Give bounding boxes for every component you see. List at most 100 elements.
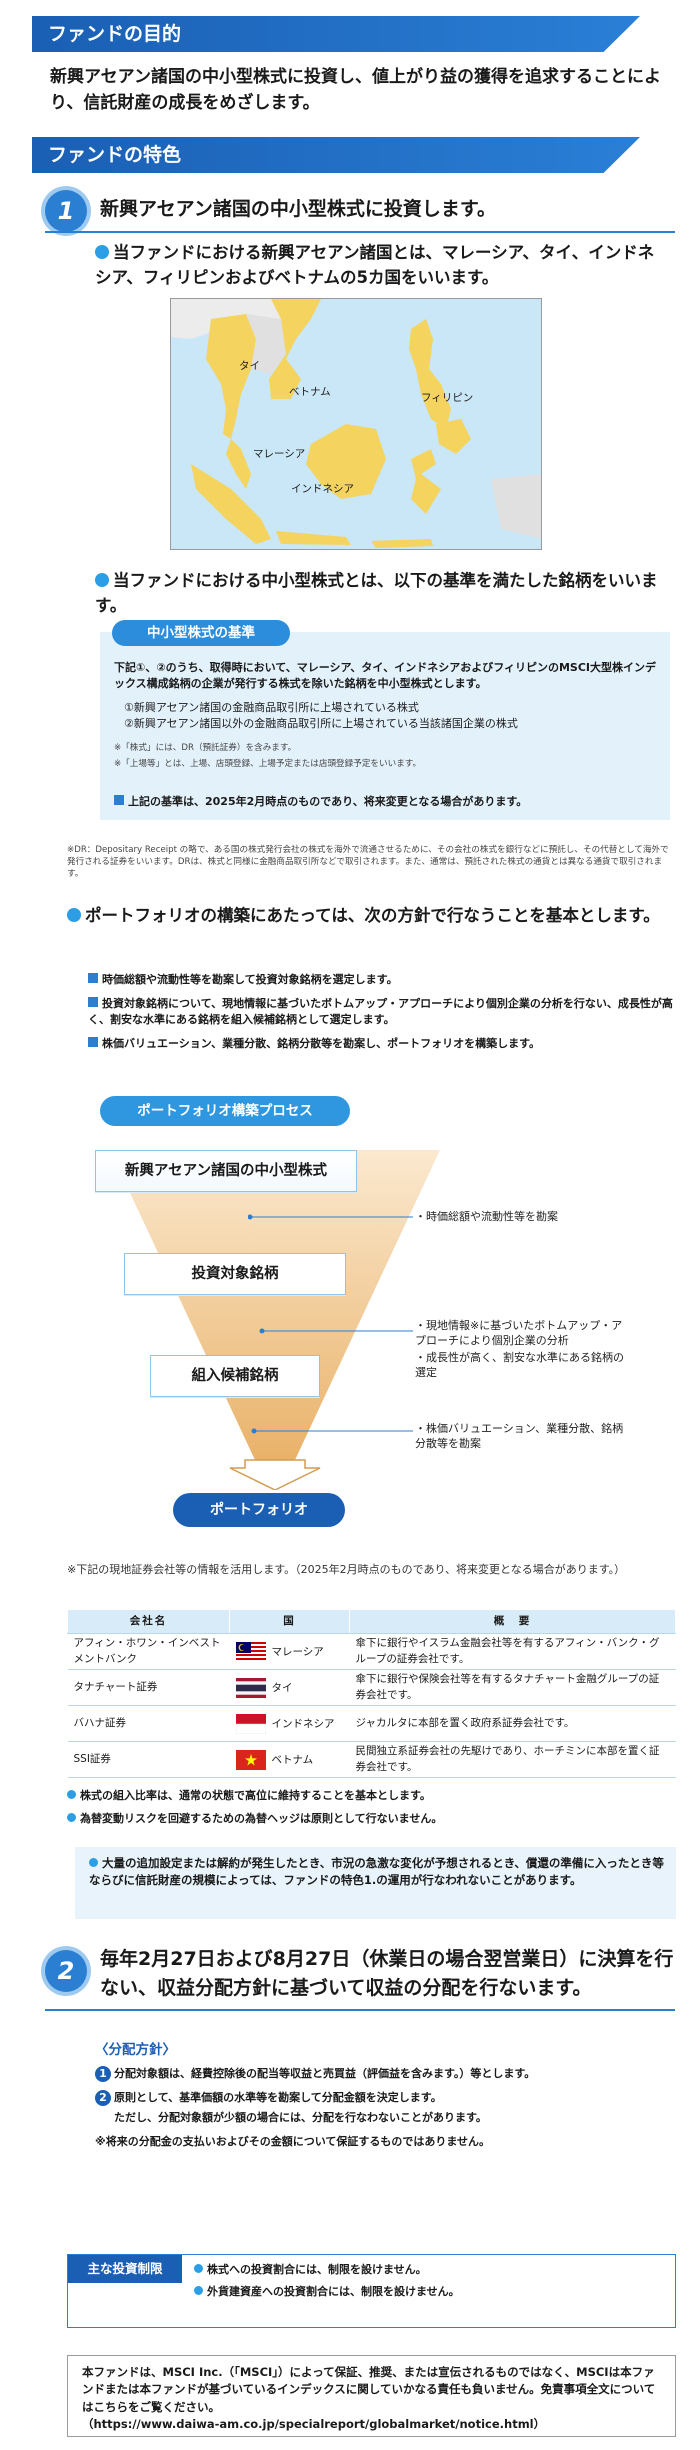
firm-country: ベトナム [271, 1753, 314, 1766]
firm-country: マレーシア [271, 1645, 324, 1658]
header-name: 会社名 [67, 1609, 230, 1634]
table-row: バハナ証券 インドネシア ジャカルタに本部を置く政府系証券会社です。 [67, 1705, 676, 1742]
bullet-dot-icon [67, 908, 81, 922]
table-row: タナチャート証券 タイ 傘下に銀行や保険会社等を有するタナチャート金融グループの… [67, 1669, 676, 1706]
firm-summary: ジャカルタに本部を置く政府系証券会社です。 [349, 1705, 676, 1742]
policy-3: 株価バリュエーション、業種分散、銘柄分散等を勘案し、ポートフォリオを構築します。 [88, 1036, 673, 1052]
map-graphic [171, 299, 541, 549]
process-step4-portfolio: ポートフォリオ [173, 1493, 345, 1527]
criteria-note1: ※「株式」には、DR（預託証券）を含みます。 [114, 743, 297, 753]
header-summary: 概 要 [349, 1609, 676, 1634]
criteria-item1: ①新興アセアン諸国の金融商品取引所に上場されている株式 [124, 701, 419, 714]
map-label-malaysia: マレーシア [253, 448, 306, 460]
process-note1: ・時価総額や流動性等を勘案 [415, 1210, 558, 1223]
square-bullet-icon [88, 997, 98, 1007]
square-bullet-icon [88, 1037, 98, 1047]
countries-text: 当ファンドにおける新興アセアン諸国とは、マレーシア、タイ、インドネシア、フィリピ… [95, 243, 655, 287]
hedge-policy: 為替変動リスクを回避するための為替ヘッジは原則として行ないません。 [67, 1811, 667, 1827]
process-tag: ポートフォリオ構築プロセス [100, 1096, 350, 1126]
point2-number-badge: 2 [45, 1950, 87, 1992]
map-label-vietnam: ベトナム [289, 386, 331, 398]
point1-title: 新興アセアン諸国の中小型株式に投資します。 [100, 198, 496, 220]
point2-title: 毎年2月27日および8月27日（休業日の場合翌営業日）に決算を行ない、収益分配方… [100, 1948, 674, 1999]
firms-note: ※下記の現地証券会社等の情報を活用します。（2025年2月時点のものであり、将来… [67, 1563, 626, 1576]
portfolio-text: ポートフォリオの構築にあたっては、次の方針で行なうことを基本とします。 [67, 904, 667, 929]
firm-country-cell: ベトナム [229, 1741, 350, 1778]
indonesia-flag-icon [235, 1713, 266, 1734]
header-country: 国 [229, 1609, 350, 1634]
map-label-philippines: フィリピン [421, 392, 474, 404]
firm-name: SSI証券 [67, 1741, 230, 1778]
asean-map: タイ ベトナム フィリピン マレーシア インドネシア [170, 298, 542, 550]
criteria-note2: ※「上場等」とは、上場、店頭登録、上場予定または店頭登録予定をいいます。 [114, 759, 422, 769]
distribution-policy-note: ※将来の分配金の支払いおよびその金額について保証するものではありません。 [95, 2135, 491, 2148]
firm-name: タナチャート証券 [67, 1669, 230, 1706]
investment-limits-tag: 主な投資制限 [68, 2255, 182, 2283]
criteria-basis: 上記の基準は、2025年2月時点のものであり、将来変更となる場合があります。 [114, 794, 527, 810]
number-2-icon: 2 [95, 2090, 111, 2106]
map-label-indonesia: インドネシア [291, 483, 354, 495]
criteria-body: 下記①、②のうち、取得時において、マレーシア、タイ、インドネシアおよびフィリピン… [114, 661, 657, 690]
map-label-thailand: タイ [239, 360, 260, 372]
process-note2a: ・現地情報※に基づいたボトムアップ・アプローチにより個別企業の分析 [415, 1319, 623, 1348]
firm-name: バハナ証券 [67, 1705, 230, 1742]
purpose-banner: ファンドの目的 [32, 16, 640, 52]
bullet-dot-icon [95, 573, 109, 587]
purpose-text: 新興アセアン諸国の中小型株式に投資し、値上がり益の獲得を追求することにより、信託… [50, 67, 661, 114]
policy-2: 投資対象銘柄について、現地情報に基づいたボトムアップ・アプローチにより個別企業の… [88, 997, 673, 1026]
malaysia-flag-icon [235, 1641, 266, 1662]
dr-note: ※DR：Depositary Receipt の略で、ある国の株式発行会社の株式… [67, 845, 669, 880]
firm-country: インドネシア [271, 1717, 335, 1730]
process-step1: 新興アセアン諸国の中小型株式 [95, 1150, 357, 1192]
point2-underline [45, 2009, 675, 2011]
point1-number: 1 [57, 196, 75, 225]
msci-disclaimer: 本ファンドは、MSCI Inc.（「MSCI」）によって保証、推奨、または宣伝さ… [67, 2355, 676, 2437]
stock-ratio: 株式の組入比率は、通常の状態で高位に維持することを基本とします。 [67, 1788, 667, 1804]
criteria-tag: 中小型株式の基準 [112, 620, 290, 646]
limit-item-1: 株式への投資割合には、制限を設けません。 [194, 2262, 427, 2278]
policy-1: 時価総額や流動性等を勘案して投資対象銘柄を選定します。 [88, 972, 673, 988]
criteria-item2: ②新興アセアン諸国以外の金融商品取引所に上場されている当該諸国企業の株式 [124, 717, 518, 730]
firms-table: 会社名 国 概 要 アフィン・ホワン・インベストメントバンク マレーシア 傘下に… [67, 1609, 676, 1778]
thailand-flag-icon [235, 1677, 266, 1698]
bullet-dot-icon [194, 2264, 203, 2273]
bullet-dot-icon [67, 1790, 76, 1799]
table-row: SSI証券 ベトナム 民間独立系証券会社の先駆けであり、ホーチミンに本部を置く証… [67, 1741, 676, 1778]
smallmid-text: 当ファンドにおける中小型株式とは、以下の基準を満たした銘柄をいいます。 [95, 571, 658, 615]
disclaimer-text: 本ファンドは、MSCI Inc.（「MSCI」）によって保証、推奨、または宣伝さ… [82, 2365, 656, 2414]
firm-summary: 民間独立系証券会社の先駆けであり、ホーチミンに本部を置く証券会社です。 [349, 1741, 676, 1778]
distribution-policy-2b: ただし、分配対象額が少額の場合には、分配を行なわないことがあります。 [114, 2111, 487, 2124]
investment-limits-box: 主な投資制限 株式への投資割合には、制限を設けません。 外貨建資産への投資割合に… [67, 2254, 676, 2328]
point1-underline [45, 231, 675, 233]
process-note3: ・株価バリュエーション、業種分散、銘柄分散等を勘案 [415, 1422, 624, 1451]
process-step2: 投資対象銘柄 [124, 1253, 346, 1295]
square-bullet-icon [88, 973, 98, 983]
limit-item-2: 外貨建資産への投資割合には、制限を設けません。 [194, 2284, 460, 2300]
features-banner: ファンドの特色 [32, 137, 640, 173]
process-funnel [110, 1150, 440, 1490]
disclaimer-url[interactable]: （https://www.daiwa-am.co.jp/specialrepor… [82, 2416, 546, 2431]
bullet-dot-icon [67, 1813, 76, 1822]
firms-table-header: 会社名 国 概 要 [67, 1609, 676, 1634]
firm-country-cell: マレーシア [229, 1633, 350, 1670]
square-bullet-icon [114, 795, 124, 805]
vietnam-flag-icon [235, 1749, 266, 1770]
firm-country: タイ [271, 1681, 293, 1694]
criteria-box: 下記①、②のうち、取得時において、マレーシア、タイ、インドネシアおよびフィリピン… [100, 632, 670, 820]
table-row: アフィン・ホワン・インベストメントバンク マレーシア 傘下に銀行やイスラム金融会… [67, 1633, 676, 1670]
process-note2b: ・成長性が高く、割安な水準にある銘柄の選定 [415, 1351, 624, 1380]
firm-country-cell: タイ [229, 1669, 350, 1706]
firm-name: アフィン・ホワン・インベストメントバンク [67, 1633, 230, 1670]
firm-summary: 傘下に銀行やイスラム金融会社等を有するアフィン・バンク・グループの証券会社です。 [349, 1633, 676, 1670]
distribution-policy-heading: 〈分配方針〉 [95, 2042, 176, 2058]
point1-number-badge: 1 [45, 190, 87, 232]
process-leader-lines [248, 1214, 413, 1434]
bullet-dot-icon [95, 245, 109, 259]
bullet-dot-icon [194, 2286, 203, 2295]
process-step3: 組入候補銘柄 [150, 1355, 320, 1397]
bullet-dot-icon [89, 1858, 98, 1867]
firm-summary: 傘下に銀行や保険会社等を有するタナチャート金融グループの証券会社です。 [349, 1669, 676, 1706]
